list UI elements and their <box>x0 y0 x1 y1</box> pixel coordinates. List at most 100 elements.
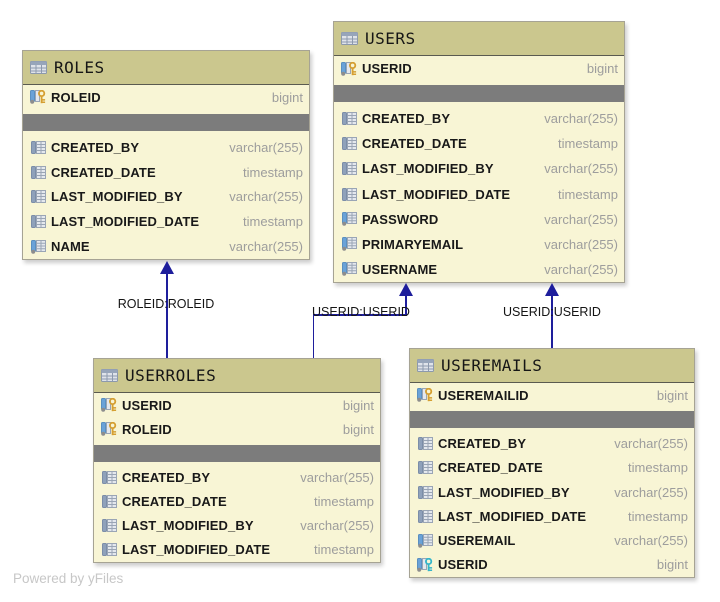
column-type: bigint <box>342 397 374 413</box>
column-type: varchar(255) <box>229 139 303 155</box>
column-name: LAST_MODIFIED_DATE <box>438 508 587 524</box>
column-row[interactable]: PASSWORD varchar(255) <box>334 207 624 232</box>
column-name: NAME <box>51 239 90 255</box>
column-row[interactable]: NAME varchar(255) <box>23 234 309 259</box>
column-icon <box>29 215 47 229</box>
column-name: CREATED_BY <box>438 436 527 452</box>
column-type: varchar(255) <box>614 533 688 549</box>
column-row[interactable]: USEREMAIL varchar(255) <box>410 529 694 553</box>
column-name: LAST_MODIFIED_DATE <box>51 214 200 230</box>
column-row[interactable]: USERID bigint <box>94 393 380 417</box>
column-icon <box>340 162 358 176</box>
relationship-label: ROLEID:ROLEID <box>117 297 215 311</box>
column-name: CREATED_BY <box>122 469 211 485</box>
column-row[interactable]: LAST_MODIFIED_DATE timestamp <box>94 538 380 562</box>
column-type: timestamp <box>628 508 688 524</box>
column-row[interactable]: LAST_MODIFIED_BY varchar(255) <box>94 514 380 538</box>
column-name: CREATED_DATE <box>438 460 543 476</box>
column-icon <box>29 140 47 154</box>
column-icon <box>340 137 358 151</box>
column-row[interactable]: LAST_MODIFIED_DATE timestamp <box>410 504 694 528</box>
column-row[interactable]: CREATED_DATE timestamp <box>334 131 624 156</box>
column-row[interactable]: CREATED_BY varchar(255) <box>23 135 309 160</box>
column-type: bigint <box>586 61 618 77</box>
column-name: LAST_MODIFIED_BY <box>438 484 570 500</box>
primary-key-icon <box>416 388 434 402</box>
column-type: timestamp <box>314 542 374 558</box>
column-icon <box>100 543 118 557</box>
table-title: ROLES <box>54 58 105 77</box>
column-dot-icon <box>340 212 358 227</box>
column-name: CREATED_DATE <box>362 136 467 152</box>
column-icon <box>29 190 47 204</box>
column-name: USEREMAIL <box>438 533 516 549</box>
edge-arrowhead <box>545 283 559 296</box>
column-icon <box>100 519 118 533</box>
column-icon <box>416 509 434 523</box>
primary-key-icon <box>100 398 118 412</box>
table-header[interactable]: ROLES <box>23 51 309 85</box>
separator-row <box>410 407 694 431</box>
column-type: varchar(255) <box>544 261 618 277</box>
edge-segment <box>551 295 553 348</box>
column-icon <box>340 112 358 126</box>
column-name: USERNAME <box>362 261 438 277</box>
column-icon <box>416 437 434 451</box>
table-title: USERROLES <box>125 366 217 385</box>
column-dot-icon <box>416 533 434 548</box>
table-icon <box>416 359 434 372</box>
table-header[interactable]: USEREMAILS <box>410 349 694 383</box>
column-type: timestamp <box>558 136 618 152</box>
column-name: PRIMARYEMAIL <box>362 236 464 252</box>
column-type: bigint <box>656 387 688 403</box>
primary-key-icon <box>29 90 47 105</box>
column-icon <box>416 485 434 499</box>
column-type: varchar(255) <box>300 518 374 534</box>
separator-band <box>410 410 694 428</box>
column-name: CREATED_BY <box>51 139 140 155</box>
column-type: varchar(255) <box>229 189 303 205</box>
column-row[interactable]: CREATED_DATE timestamp <box>23 160 309 185</box>
column-row[interactable]: PRIMARYEMAIL varchar(255) <box>334 232 624 257</box>
column-row[interactable]: USERNAME varchar(255) <box>334 257 624 282</box>
separator-band <box>23 113 309 131</box>
column-name: CREATED_DATE <box>51 164 156 180</box>
table-title: USERS <box>365 29 416 48</box>
column-type: varchar(255) <box>229 239 303 255</box>
separator-row <box>94 441 380 465</box>
table-icon <box>29 61 47 74</box>
column-type: varchar(255) <box>544 236 618 252</box>
separator-row <box>23 110 309 135</box>
table-header[interactable]: USERS <box>334 22 624 56</box>
table-header[interactable]: USERROLES <box>94 359 380 393</box>
column-type: timestamp <box>243 164 303 180</box>
edge-arrowhead <box>399 283 413 296</box>
column-type: varchar(255) <box>544 211 618 227</box>
column-name: PASSWORD <box>362 211 439 227</box>
column-name: USERID <box>122 397 172 413</box>
column-name: LAST_MODIFIED_BY <box>122 518 254 534</box>
column-name: LAST_MODIFIED_DATE <box>122 542 271 558</box>
column-name: ROLEID <box>51 89 101 105</box>
column-name: CREATED_DATE <box>122 494 227 510</box>
